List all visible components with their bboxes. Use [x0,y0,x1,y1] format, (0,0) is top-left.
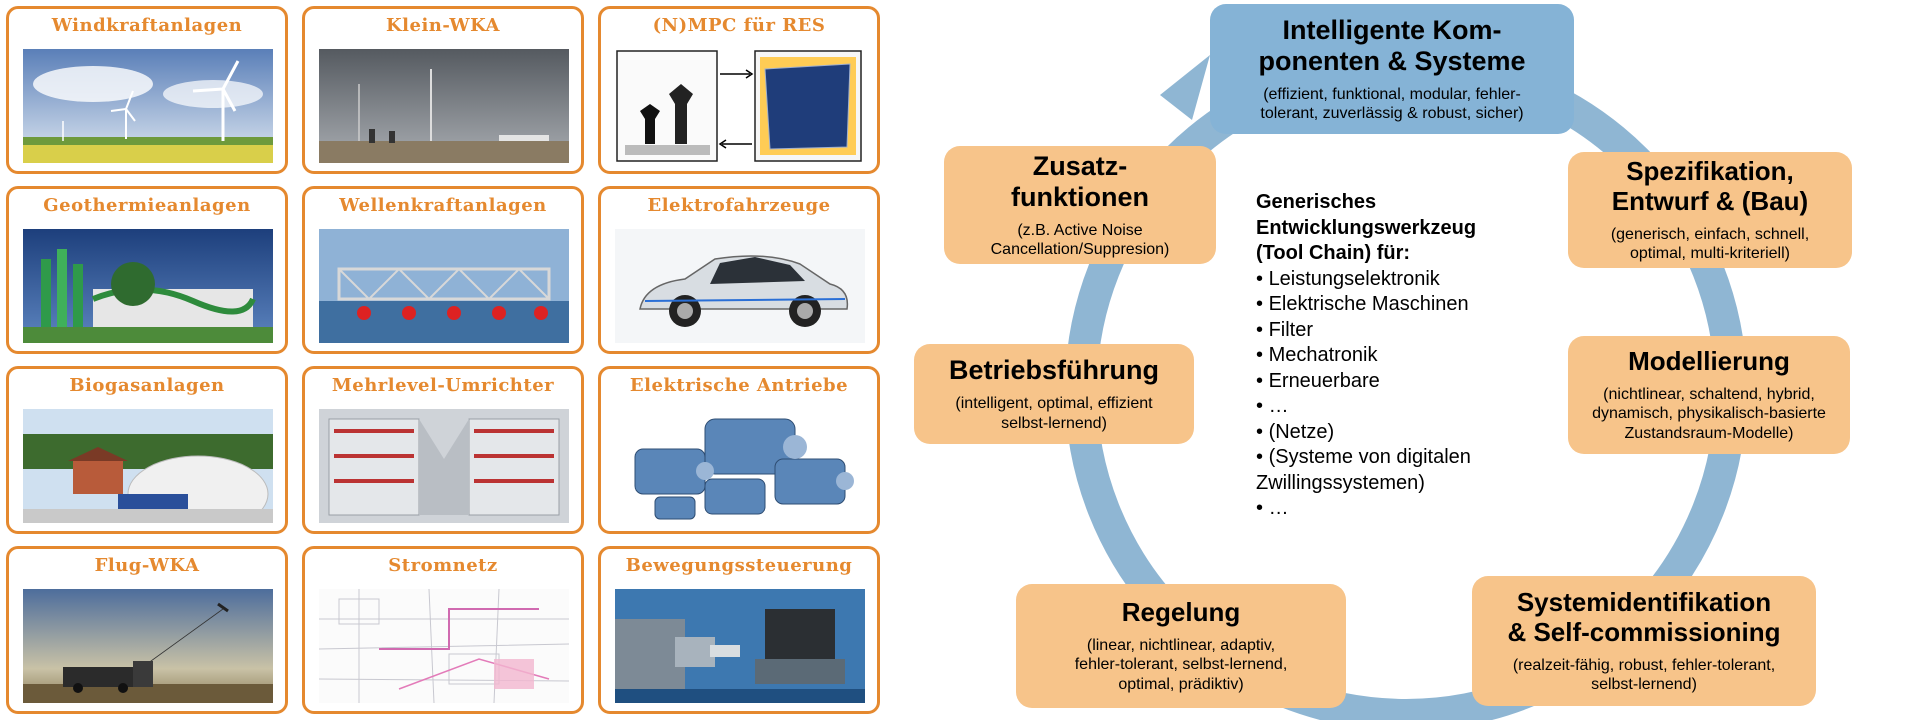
box-regelung: Regelung (linear, nichtlinear, adaptiv, … [1016,584,1346,708]
box-subtitle: (effizient, funktional, modular, fehler-… [1260,85,1524,123]
tile-title: Bewegungssteuerung [625,555,853,576]
box-subtitle: (z.B. Active Noise Cancellation/Suppresi… [990,221,1170,259]
electric-motors-photo [615,409,865,523]
chess-and-solar-panel-photo [615,49,865,163]
tile-title: (N)MPC für RES [652,15,826,36]
multilevel-converter-photo [319,409,569,523]
development-cycle-diagram: Intelligente Kom- ponenten & Systeme (ef… [900,0,1920,720]
list-item: Mechatronik [1256,343,1556,369]
tile-nmpc-res: (N)MPC für RES [598,6,880,174]
toolchain-heading: Generisches Entwicklungswerkzeug (Tool C… [1256,191,1477,264]
application-grid: Windkraftanlagen Klein-WKA [6,6,886,714]
tile-wellenkraftanlagen: Wellenkraftanlagen [302,186,584,354]
list-item: … [1256,394,1556,420]
geothermal-plant-photo [23,229,273,343]
tile-title: Wellenkraftanlagen [339,195,547,216]
tile-stromnetz: Stromnetz [302,546,584,714]
list-item: Leistungselektronik [1256,267,1556,293]
box-zusatzfunktionen: Zusatz- funktionen (z.B. Active Noise Ca… [944,146,1216,264]
electric-car-photo [615,229,865,343]
box-title: Regelung [1121,597,1241,628]
tile-title: Elektrische Antriebe [629,375,849,396]
box-title: Intelligente Kom- ponenten & Systeme [1258,14,1526,76]
box-title: Betriebsführung [948,355,1159,386]
tile-flug-wka: Flug-WKA [6,546,288,714]
tile-title: Stromnetz [388,555,498,576]
wave-power-plant-photo [319,229,569,343]
box-subtitle: (generisch, einfach, schnell, optimal, m… [1610,225,1810,262]
tile-biogasanlagen: Biogasanlagen [6,366,288,534]
box-modellierung: Modellierung (nichtlinear, schaltend, hy… [1568,336,1850,454]
box-title: Systemidentifikation & Self-commissionin… [1507,586,1781,647]
list-item: Filter [1256,318,1556,344]
tile-title: Windkraftanlagen [51,15,243,36]
list-item: (Netze) [1256,420,1556,446]
toolchain-list: Leistungselektronik Elektrische Maschine… [1256,267,1556,522]
tile-geothermieanlagen: Geothermieanlagen [6,186,288,354]
list-item: (Systeme von digitalen Zwillingssystemen… [1256,445,1556,496]
tile-elektrofahrzeuge: Elektrofahrzeuge [598,186,880,354]
wind-turbines-photo [23,49,273,163]
box-subtitle: (linear, nichtlinear, adaptiv, fehler-to… [1074,637,1288,693]
box-title: Zusatz- funktionen [1011,150,1149,212]
tile-title: Biogasanlagen [69,375,225,396]
biogas-plant-photo [23,409,273,523]
toolchain-description: Generisches Entwicklungswerkzeug (Tool C… [1256,190,1556,522]
tile-title: Flug-WKA [94,555,200,576]
box-subtitle: (nichtlinear, schaltend, hybrid, dynamis… [1592,386,1826,442]
box-title: Modellierung [1628,346,1790,377]
box-subtitle: (intelligent, optimal, effizient selbst-… [955,395,1153,432]
list-item: Erneuerbare [1256,369,1556,395]
tile-title: Klein-WKA [386,15,500,36]
box-title: Spezifikation, Entwurf & (Bau) [1611,155,1809,216]
motion-control-machine-photo [615,589,865,703]
box-subtitle: (realzeit-fähig, robust, fehler-tolerant… [1512,656,1776,693]
list-item: Elektrische Maschinen [1256,292,1556,318]
tile-elektrische-antriebe: Elektrische Antriebe [598,366,880,534]
tile-title: Geothermieanlagen [43,195,251,216]
box-intelligente-komponenten: Intelligente Kom- ponenten & Systeme (ef… [1210,4,1574,134]
tile-windkraftanlagen: Windkraftanlagen [6,6,288,174]
tile-title: Elektrofahrzeuge [647,195,831,216]
list-item: … [1256,496,1556,522]
tile-mehrlevel-umrichter: Mehrlevel-Umrichter [302,366,584,534]
small-wind-turbine-photo [319,49,569,163]
tile-bewegungssteuerung: Bewegungssteuerung [598,546,880,714]
box-spezifikation-entwurf: Spezifikation, Entwurf & (Bau) (generisc… [1568,152,1852,268]
tile-title: Mehrlevel-Umrichter [331,375,555,396]
box-betriebsfuehrung: Betriebsführung (intelligent, optimal, e… [914,344,1194,444]
power-grid-map [319,589,569,703]
airborne-wind-kite-photo [23,589,273,703]
tile-klein-wka: Klein-WKA [302,6,584,174]
box-systemidentifikation: Systemidentifikation & Self-commissionin… [1472,576,1816,706]
